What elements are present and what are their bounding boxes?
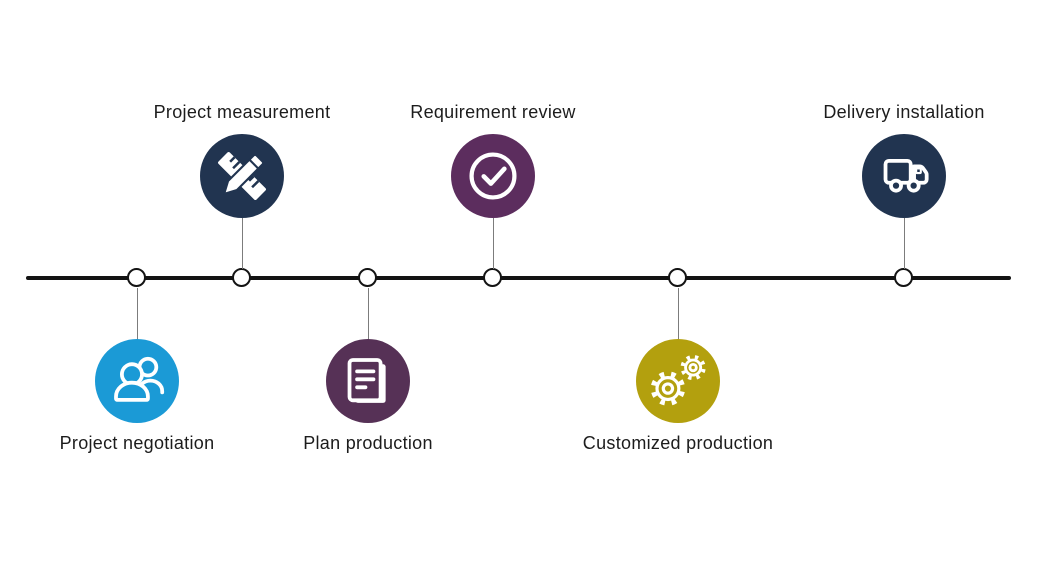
- step-label: Customized production: [582, 433, 774, 453]
- timeline-node: [127, 268, 146, 287]
- document-icon: [326, 339, 410, 423]
- connector-line: [903, 218, 905, 269]
- connector-line: [241, 218, 243, 269]
- timeline-node: [894, 268, 913, 287]
- step-label: Requirement review: [410, 102, 576, 122]
- timeline-node: [232, 268, 251, 287]
- step-label: Project negotiation: [59, 433, 215, 453]
- timeline-node: [483, 268, 502, 287]
- ruler-pencil-icon: [200, 134, 284, 218]
- connector-line: [367, 288, 369, 340]
- timeline-axis: [26, 276, 1011, 280]
- connector-line: [492, 218, 494, 269]
- people-icon: [95, 339, 179, 423]
- truck-icon: [862, 134, 946, 218]
- timeline-node: [358, 268, 377, 287]
- check-circle-icon: [451, 134, 535, 218]
- step-label: Project measurement: [153, 102, 331, 122]
- step-label: Plan production: [303, 433, 433, 453]
- gears-icon: [636, 339, 720, 423]
- timeline-node: [668, 268, 687, 287]
- connector-line: [136, 288, 138, 340]
- connector-line: [677, 288, 679, 340]
- step-label: Delivery installation: [823, 102, 985, 122]
